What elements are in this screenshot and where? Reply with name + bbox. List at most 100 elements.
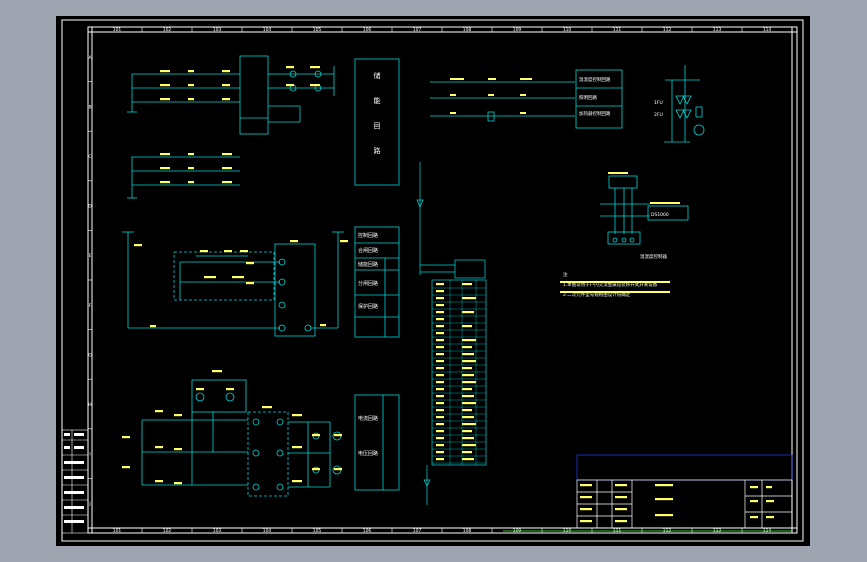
panel-control-row-3: 储能回路	[358, 261, 378, 268]
right-label-mark	[608, 172, 628, 174]
circuit-label-mark	[174, 448, 182, 451]
center-panels	[354, 58, 400, 491]
title-block-mark	[655, 484, 673, 487]
column-label-bottom: 102	[163, 528, 172, 534]
terminal-row-label	[462, 444, 476, 447]
circuit-label-mark	[196, 388, 204, 391]
terminal-row-number	[436, 395, 444, 398]
terminal-row-label	[462, 388, 472, 391]
terminal-row-number	[436, 297, 444, 300]
row-label: J	[88, 501, 90, 507]
right-circuits	[430, 65, 705, 245]
column-label-top: 105	[313, 27, 322, 33]
panel-control-text: 控制回路 合闸回路 储能回路 分闸回路 保护回路	[358, 232, 378, 310]
panel-storage-char-2: 能	[374, 96, 381, 105]
title-block-mark	[580, 496, 592, 499]
terminal-row-number	[436, 451, 444, 454]
terminal-row-label	[462, 367, 472, 370]
terminal-row-label	[462, 297, 476, 300]
title-block	[576, 454, 793, 529]
terminal-row-number	[436, 423, 444, 426]
right-circuit-labels: 温湿度控制回路 照明回路 加热器控制回路 1FU 2FU DS1000 温湿度控…	[579, 76, 669, 260]
terminal-row-label	[462, 360, 476, 363]
panel-measure-text: 电流回路 电压回路	[358, 415, 378, 457]
circuit-label-mark	[292, 446, 302, 449]
circuit-label-mark	[122, 466, 130, 469]
circuit-label-mark	[222, 153, 232, 156]
column-label-top: 107	[413, 27, 422, 33]
revision-block	[61, 429, 89, 534]
terminal-row-number	[436, 304, 444, 307]
right-label-mark	[450, 94, 456, 96]
terminal-row-number	[436, 360, 444, 363]
right-label-mark	[488, 78, 496, 80]
right-label-mark	[520, 112, 526, 114]
circuit-label-mark	[188, 98, 194, 101]
label-lighting: 照明回路	[579, 94, 597, 101]
column-label-bottom: 105	[313, 528, 322, 534]
circuit-label-mark	[188, 153, 194, 156]
terminal-row-number	[436, 346, 444, 349]
circuit-label-mark	[160, 167, 170, 170]
circuit-label-mark	[222, 84, 230, 87]
circuit-label-mark	[246, 282, 254, 285]
circuit-label-mark	[310, 66, 320, 69]
circuit-label-mark	[240, 250, 248, 253]
circuit-label-mark	[224, 250, 232, 253]
row-label: H	[88, 402, 91, 408]
terminal-rows	[432, 280, 486, 465]
terminal-row-label	[462, 353, 474, 356]
column-label-top: 102	[163, 27, 172, 33]
panel-storage-text: 储 能 回 路	[374, 71, 381, 155]
row-label: G	[88, 352, 92, 358]
circuit-label-mark	[188, 181, 194, 184]
column-label-top: 112	[663, 27, 672, 33]
panel-storage-char-1: 储	[374, 71, 381, 80]
column-label-bottom: 108	[463, 528, 472, 534]
terminal-row-label	[462, 430, 472, 433]
column-label-top: 114	[763, 27, 772, 33]
circuit-label-mark	[286, 84, 294, 87]
row-label: A	[88, 55, 92, 61]
circuit-label-mark	[150, 325, 156, 328]
terminal-row-number	[436, 367, 444, 370]
terminal-row-number	[436, 325, 444, 328]
terminal-row-label	[462, 395, 474, 398]
panel-control-row-1: 控制回路	[358, 232, 378, 239]
column-label-top: 104	[263, 27, 272, 33]
circuit-label-mark	[222, 181, 232, 184]
label-1fu: 1FU	[654, 100, 663, 106]
title-block-mark	[766, 486, 772, 489]
right-label-mark	[488, 94, 494, 96]
left-circuit-labels	[122, 66, 348, 485]
panel-control-row-5: 保护回路	[358, 303, 378, 310]
note-heading: 注	[563, 271, 568, 278]
column-label-top: 101	[113, 27, 122, 33]
title-block-mark	[750, 500, 758, 503]
circuit-label-mark	[174, 482, 182, 485]
circuit-label-mark	[160, 84, 170, 87]
terminal-row-label	[462, 402, 476, 405]
terminal-row-number	[436, 290, 444, 293]
circuit-label-mark	[226, 388, 234, 391]
panel-storage-char-3: 回	[374, 122, 381, 130]
label-temp-humidity: 温湿度控制回路	[579, 76, 611, 83]
column-label-bottom: 101	[113, 528, 122, 534]
circuit-label-mark	[222, 167, 232, 170]
terminal-row-label	[462, 451, 472, 454]
terminal-row-number	[436, 388, 444, 391]
terminal-row-number	[436, 353, 444, 356]
circuit-label-mark	[155, 446, 163, 449]
terminal-row-number	[436, 311, 444, 314]
terminal-strip	[416, 162, 487, 505]
drawing-sheet	[56, 16, 810, 546]
column-label-top: 113	[713, 27, 722, 33]
circuit-label-mark	[160, 70, 170, 73]
terminal-row-number	[436, 430, 444, 433]
title-block-mark	[615, 508, 627, 511]
right-label-mark	[520, 94, 526, 96]
panel-control-row-4: 分闸回路	[358, 280, 378, 287]
circuit-label-mark	[188, 70, 194, 73]
note-line-1: 1.本图适用于户内交流金属铠装移开式开关设备	[563, 281, 658, 288]
